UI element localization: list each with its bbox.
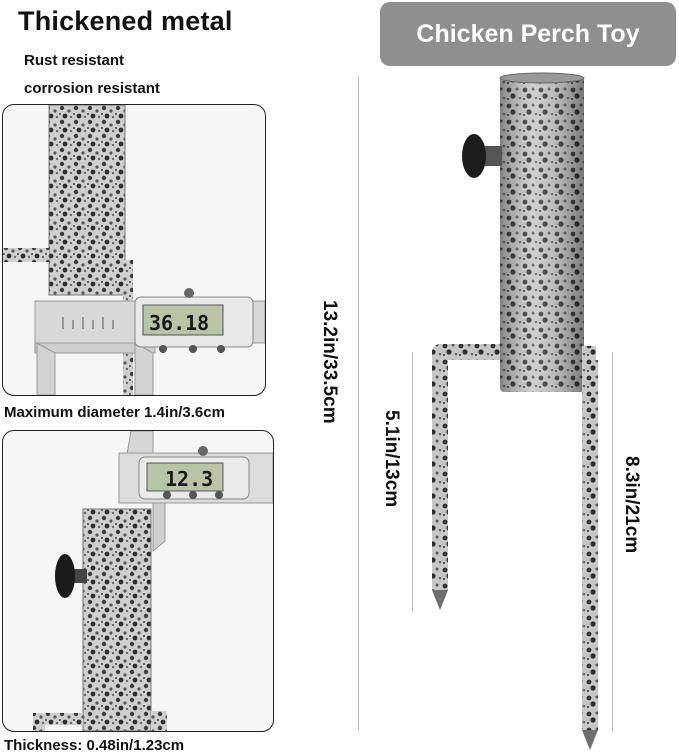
total-height-label: 13.2in/33.5cm <box>319 300 340 424</box>
short-leg-line <box>412 352 413 612</box>
feature-corrosion-resistant: corrosion resistant <box>24 80 160 97</box>
product-badge: Chicken Perch Toy <box>380 2 676 66</box>
perch-stand-illustration <box>432 72 598 750</box>
diameter-caption: Maximum diameter 1.4in/3.6cm <box>4 404 225 421</box>
long-leg-label: 8.3in/21cm <box>621 456 642 554</box>
feature-rust-resistant: Rust resistant <box>24 52 125 69</box>
total-height-line <box>358 76 359 730</box>
diameter-detail-panel: 36.18 <box>2 104 266 396</box>
headline: Thickened metal <box>18 6 233 36</box>
thickness-detail-panel: 12.3 <box>2 430 274 732</box>
caliper-reading: 12.3 <box>165 467 214 491</box>
diameter-photo <box>3 105 265 395</box>
thickness-photo <box>33 431 273 731</box>
thickness-caption: Thickness: 0.48in/1.23cm <box>4 737 185 754</box>
short-leg-label: 5.1in/13cm <box>381 410 402 508</box>
long-leg-line <box>612 352 613 732</box>
caliper-reading: 36.18 <box>149 311 210 335</box>
